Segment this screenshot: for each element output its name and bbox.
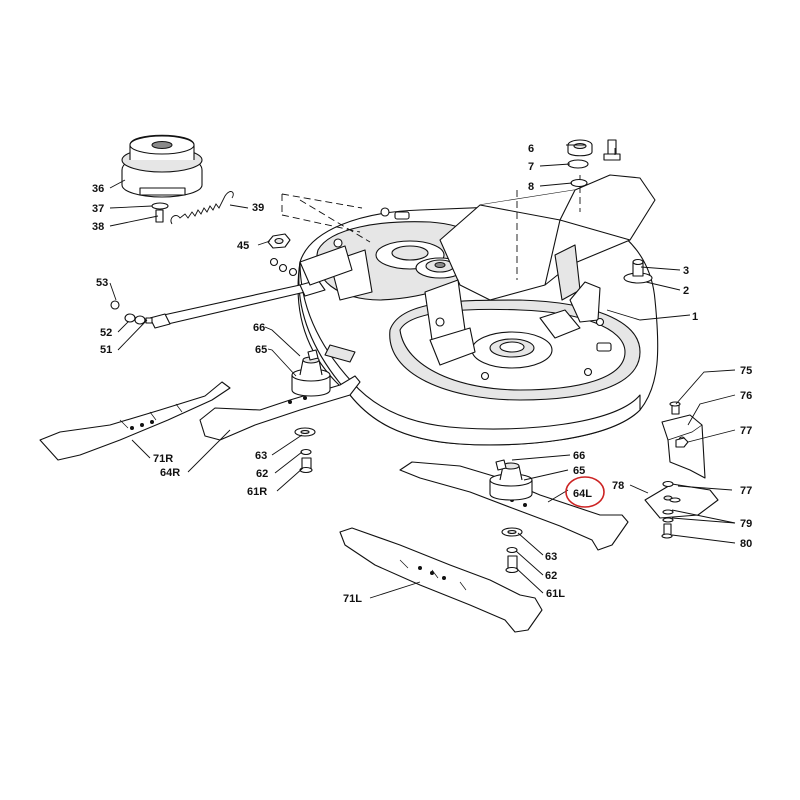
label-65-left: 65 <box>573 465 585 477</box>
label-7: 7 <box>528 161 534 173</box>
highlight-circle <box>565 476 605 508</box>
label-77-upper: 77 <box>740 425 752 437</box>
spring <box>170 191 234 225</box>
label-61L: 61L <box>546 588 565 600</box>
leader-lines <box>109 144 736 599</box>
deflector-assembly <box>644 401 719 539</box>
label-61R: 61R <box>247 486 267 498</box>
label-77-lower: 77 <box>740 485 752 497</box>
label-64L: 64L <box>573 488 592 500</box>
label-63-left: 63 <box>545 551 557 563</box>
label-1: 1 <box>692 311 698 323</box>
label-80: 80 <box>740 538 752 550</box>
height-adjuster <box>623 258 653 284</box>
deck-bracket <box>269 245 353 286</box>
label-71L: 71L <box>343 593 362 605</box>
label-52: 52 <box>100 327 112 339</box>
label-71R: 71R <box>153 453 173 465</box>
label-36: 36 <box>92 183 104 195</box>
label-66-left: 66 <box>573 450 585 462</box>
nut-45 <box>267 233 291 249</box>
mower-deck <box>297 174 659 446</box>
lift-rod <box>110 279 326 329</box>
label-38: 38 <box>92 221 104 233</box>
label-37: 37 <box>92 203 104 215</box>
label-45: 45 <box>237 240 249 252</box>
label-51: 51 <box>100 344 112 356</box>
label-62-left: 62 <box>545 570 557 582</box>
label-2: 2 <box>683 285 689 297</box>
label-64R: 64R <box>160 467 180 479</box>
left-blade-assembly <box>339 459 629 633</box>
label-79: 79 <box>740 518 752 530</box>
label-53: 53 <box>96 277 108 289</box>
label-39: 39 <box>252 202 264 214</box>
label-65-right: 65 <box>255 344 267 356</box>
label-63-right: 63 <box>255 450 267 462</box>
label-66-right: 66 <box>253 322 265 334</box>
label-78: 78 <box>612 480 624 492</box>
label-8: 8 <box>528 181 534 193</box>
label-75: 75 <box>740 365 752 377</box>
label-76: 76 <box>740 390 752 402</box>
right-blade-assembly <box>39 349 361 474</box>
label-3: 3 <box>683 265 689 277</box>
spindle-hardware-top <box>567 139 621 188</box>
label-62-right: 62 <box>256 468 268 480</box>
electric-clutch <box>121 134 203 223</box>
part-labels: 1 2 3 6 7 8 36 37 38 39 45 53 52 51 66 6… <box>92 143 752 605</box>
label-6: 6 <box>528 143 534 155</box>
